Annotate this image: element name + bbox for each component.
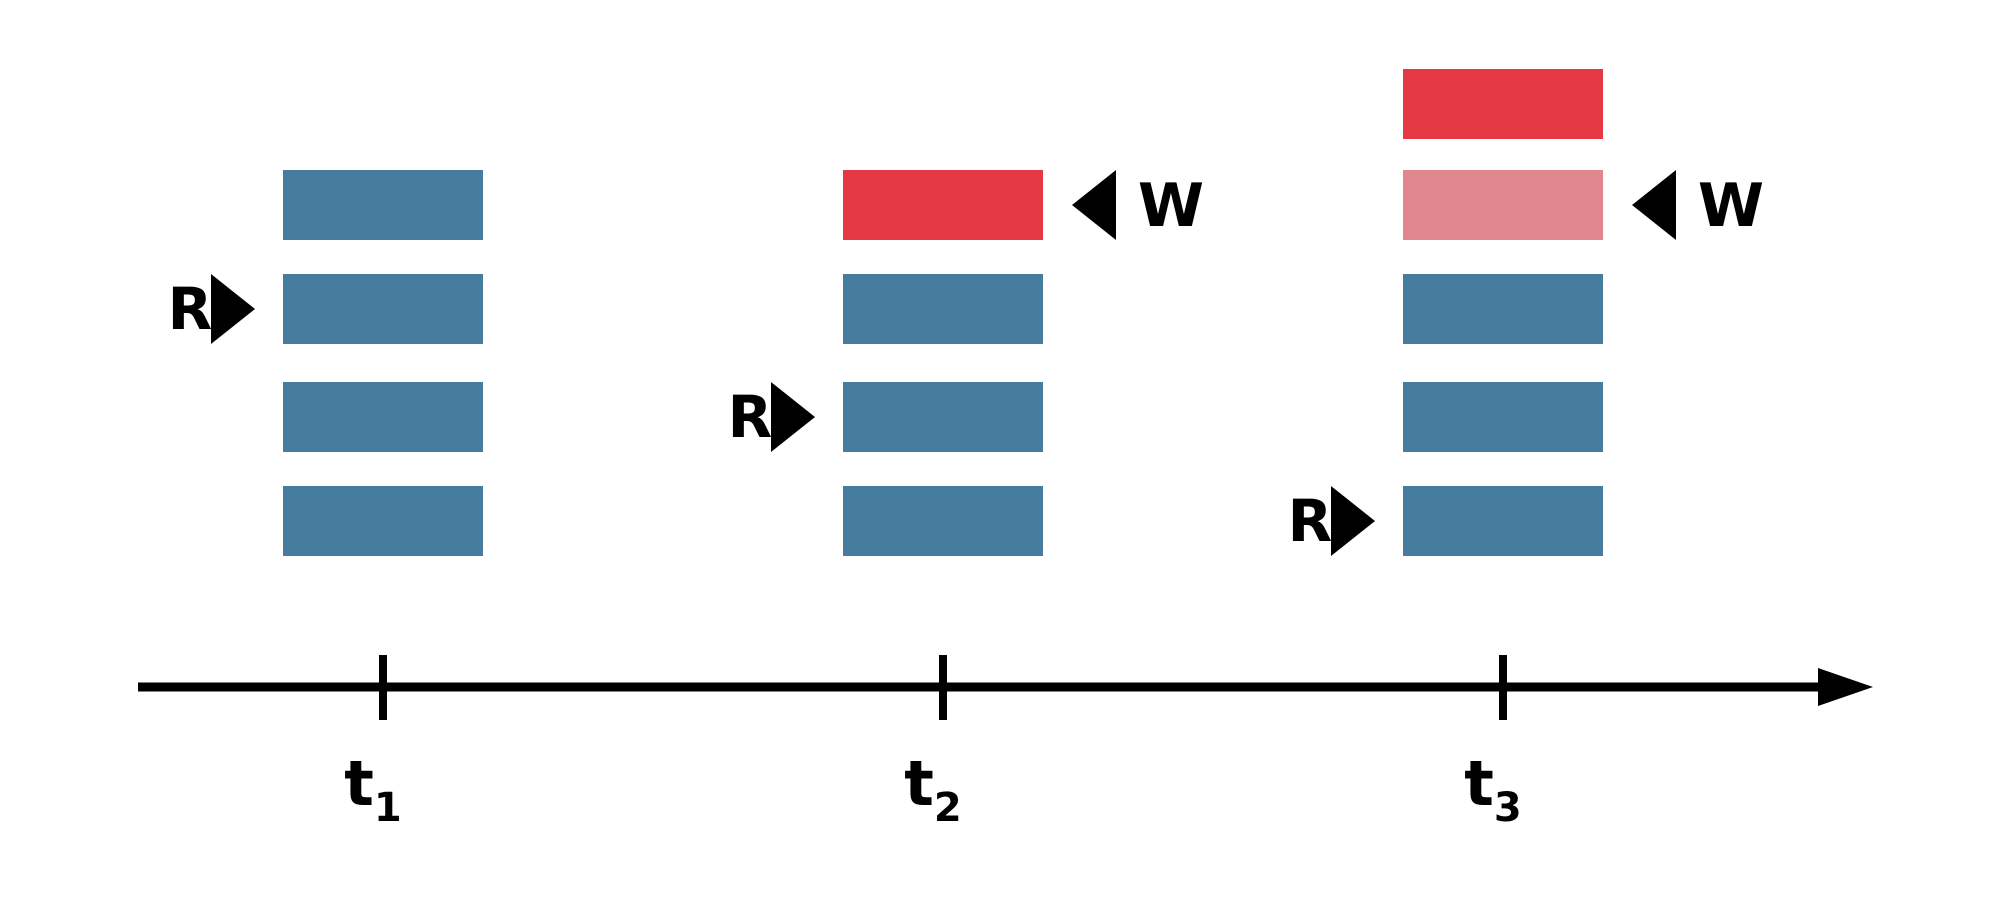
read-pointer-icon <box>771 382 815 452</box>
write-pointer-icon <box>1632 170 1676 240</box>
buffer-slot-written <box>1403 69 1603 139</box>
buffer-slot-filled <box>1403 274 1603 344</box>
buffer-slot-filled <box>283 382 483 452</box>
buffer-slot-filled <box>1403 382 1603 452</box>
buffer-slot-filled <box>843 382 1043 452</box>
buffer-frame-1: R <box>168 170 483 556</box>
time-label-2: t2 <box>904 747 961 831</box>
write-pointer-label: W <box>1138 171 1204 241</box>
buffer-frame-2: RW <box>728 170 1204 556</box>
time-label-base: t <box>904 747 934 820</box>
time-label-3: t3 <box>1464 747 1521 831</box>
axis-arrow-icon <box>1818 668 1873 706</box>
buffer-slot-filled <box>283 170 483 240</box>
read-pointer-label: R <box>728 383 773 451</box>
write-pointer-icon <box>1072 170 1116 240</box>
buffer-slot-written <box>843 170 1043 240</box>
buffer-slot-filled <box>283 274 483 344</box>
read-pointer-icon <box>1331 486 1375 556</box>
buffer-frame-3: RW <box>1288 69 1764 556</box>
buffer-slot-filled <box>843 274 1043 344</box>
read-pointer-label: R <box>1288 487 1333 555</box>
buffer-slot-filled <box>283 486 483 556</box>
time-label-subscript: 1 <box>374 785 402 831</box>
write-pointer-label: W <box>1698 171 1764 241</box>
read-pointer-label: R <box>168 275 213 343</box>
buffer-slot-filled <box>1403 486 1603 556</box>
time-label-base: t <box>1464 747 1494 820</box>
read-pointer-icon <box>211 274 255 344</box>
buffer-slot-filled <box>843 486 1043 556</box>
time-label-subscript: 2 <box>934 785 962 831</box>
buffer-slot-previous-write <box>1403 170 1603 240</box>
time-label-base: t <box>344 747 374 820</box>
time-label-1: t1 <box>344 747 401 831</box>
time-label-subscript: 3 <box>1494 785 1522 831</box>
